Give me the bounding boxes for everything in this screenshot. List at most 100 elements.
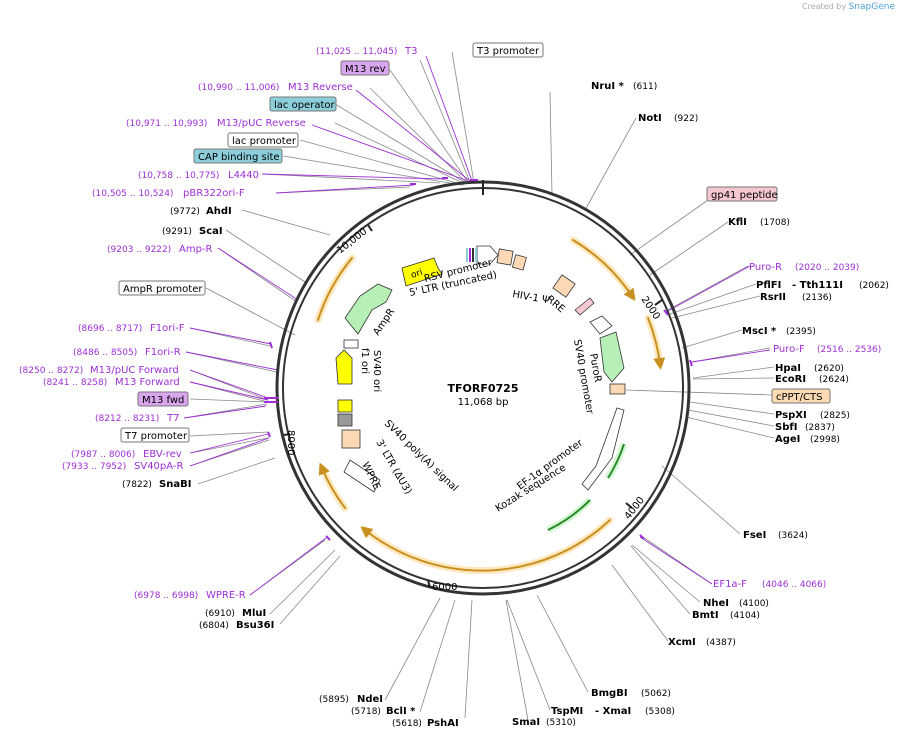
green-arcs bbox=[546, 442, 628, 534]
svg-text:gp41 peptide: gp41 peptide bbox=[711, 190, 778, 201]
label-cppt-cts[interactable]: cPPT/CTS bbox=[771, 388, 831, 404]
svg-text:(7933 .. 7952): (7933 .. 7952) bbox=[62, 462, 126, 472]
svg-text:(6804): (6804) bbox=[199, 621, 229, 631]
enzyme-bsu36i[interactable]: Bsu36I(6804) bbox=[199, 620, 274, 631]
svg-text:- Tth111I: - Tth111I bbox=[792, 280, 843, 291]
svg-text:(5310): (5310) bbox=[546, 718, 576, 728]
enzyme-scai[interactable]: ScaI(9291) bbox=[162, 226, 223, 237]
enzyme-nhei[interactable]: NheI(4100) bbox=[703, 598, 769, 609]
svg-text:lac promoter: lac promoter bbox=[232, 136, 297, 147]
svg-text:(9772): (9772) bbox=[170, 207, 200, 217]
enzyme-pflfi[interactable]: PflFI bbox=[756, 280, 781, 291]
primer-m13-forward[interactable]: (8241 .. 8258)M13 Forward bbox=[43, 377, 180, 388]
enzyme-nrui[interactable]: NruI *(611) bbox=[591, 81, 657, 92]
primer-t7[interactable]: (8212 .. 8231) T7 bbox=[95, 413, 179, 424]
svg-text:RsrII: RsrII bbox=[760, 292, 786, 303]
enzyme-ecori[interactable]: EcoRI(2624) bbox=[775, 374, 849, 385]
label-m13-fwd[interactable]: M13 fwd bbox=[137, 391, 189, 407]
svg-text:- XmaI: - XmaI bbox=[595, 706, 631, 717]
enzyme-labels: NruI *(611) NotI(922) KflI(1708) PflFI -… bbox=[122, 81, 889, 729]
svg-text:(9291): (9291) bbox=[162, 227, 192, 237]
primer-m13-puc-forward[interactable]: (8250 .. 8272)M13/pUC Forward bbox=[19, 365, 179, 376]
primer-pbr322ori-f[interactable]: (10,505 .. 10,524)pBR322ori-F bbox=[92, 188, 245, 199]
primer-f1ori-f[interactable]: (8696 .. 8717)F1ori-F bbox=[78, 323, 185, 334]
enzyme-sbfi[interactable]: SbfI(2837) bbox=[775, 422, 835, 433]
inner-feature-shapes bbox=[335, 245, 626, 493]
plasmid-length: 11,068 bp bbox=[458, 397, 509, 408]
ruler-6000: 6000 bbox=[432, 582, 457, 593]
svg-text:NheI: NheI bbox=[703, 598, 729, 609]
label-t3-promoter[interactable]: T3 promoter bbox=[472, 42, 544, 58]
enzyme-xmai[interactable]: - XmaI (5308) bbox=[595, 706, 675, 717]
label-cap-binding-site[interactable]: CAP binding site bbox=[193, 148, 283, 164]
ruler-8000: 8000 bbox=[285, 430, 296, 455]
enzyme-tspmi[interactable]: TspMI bbox=[551, 706, 583, 717]
primer-m13-reverse[interactable]: (10,990 .. 11,006)M13 Reverse bbox=[198, 82, 353, 93]
svg-text:T7: T7 bbox=[166, 413, 179, 424]
svg-text:(2624): (2624) bbox=[819, 375, 849, 385]
enzyme-agei[interactable]: AgeI (2998) bbox=[775, 434, 840, 445]
svg-text:(5308): (5308) bbox=[645, 707, 675, 717]
svg-text:FseI: FseI bbox=[743, 530, 766, 541]
label-gp41-peptide[interactable]: gp41 peptide bbox=[706, 186, 778, 202]
svg-text:Puro-R: Puro-R bbox=[749, 262, 782, 273]
enzyme-msci[interactable]: MscI *(2395) bbox=[742, 326, 816, 337]
svg-text:BmtI: BmtI bbox=[692, 610, 719, 621]
enzyme-bcli[interactable]: BclI *(5718) bbox=[351, 706, 416, 717]
svg-text:T3: T3 bbox=[404, 46, 417, 57]
enzyme-rsrii[interactable]: RsrII(2136) bbox=[760, 292, 832, 303]
enzyme-mlui[interactable]: MluI(6910) bbox=[205, 608, 266, 619]
primer-t3[interactable]: (11,025 .. 11,045)T3 bbox=[316, 46, 417, 57]
enzyme-ndei[interactable]: NdeI(5895) bbox=[319, 694, 383, 705]
svg-text:SnaBI: SnaBI bbox=[159, 479, 191, 490]
enzyme-hpai[interactable]: HpaI(2620) bbox=[775, 363, 844, 374]
svg-text:NruI *: NruI * bbox=[591, 81, 625, 92]
enzyme-pspxi[interactable]: PspXI(2825) bbox=[775, 410, 850, 421]
primer-m13-puc-reverse[interactable]: (10,971 .. 10,993)M13/pUC Reverse bbox=[126, 118, 306, 129]
primer-sv40pa-r[interactable]: (7933 .. 7952) SV40pA-R bbox=[62, 461, 183, 472]
svg-text:SV40pA-R: SV40pA-R bbox=[134, 461, 183, 472]
label-m13-rev[interactable]: M13 rev bbox=[340, 60, 390, 76]
label-t7-promoter[interactable]: T7 promoter bbox=[120, 427, 190, 443]
enzyme-pshai[interactable]: PshAI(5618) bbox=[392, 718, 459, 729]
svg-text:(8250 .. 8272): (8250 .. 8272) bbox=[19, 366, 83, 376]
enzyme-tth111i[interactable]: - Tth111I (2062) bbox=[792, 280, 889, 291]
enzyme-fsei[interactable]: FseI(3624) bbox=[743, 530, 808, 541]
enzyme-noti[interactable]: NotI(922) bbox=[638, 113, 698, 124]
svg-text:HpaI: HpaI bbox=[775, 363, 801, 374]
enzyme-smai[interactable]: SmaI(5310) bbox=[512, 717, 576, 728]
svg-text:AgeI: AgeI bbox=[775, 434, 800, 445]
svg-text:(8212 .. 8231): (8212 .. 8231) bbox=[95, 414, 159, 424]
label-lac-operator[interactable]: lac operator bbox=[269, 96, 337, 112]
enzyme-snabi[interactable]: SnaBI(7822) bbox=[122, 479, 191, 490]
primer-puro-r[interactable]: Puro-R(2020 .. 2039) bbox=[749, 262, 859, 273]
primer-puro-f[interactable]: Puro-F(2516 .. 2536) bbox=[773, 344, 881, 355]
svg-text:(2998): (2998) bbox=[810, 435, 840, 445]
svg-text:L4440: L4440 bbox=[228, 170, 259, 181]
feature-ori: ori bbox=[410, 268, 424, 281]
enzyme-xcmi[interactable]: XcmI(4387) bbox=[668, 637, 736, 648]
enzyme-bmti[interactable]: BmtI(4104) bbox=[692, 610, 760, 621]
primer-l4440[interactable]: (10,758 .. 10,775) L4440 bbox=[138, 170, 259, 181]
primer-wpre-r[interactable]: (6978 .. 6998)WPRE-R bbox=[134, 590, 246, 601]
primer-ef1a-f[interactable]: EF1a-F(4046 .. 4066) bbox=[713, 579, 826, 590]
primer-amp-r[interactable]: (9203 .. 9222)Amp-R bbox=[107, 244, 213, 255]
svg-text:(2825): (2825) bbox=[820, 411, 850, 421]
svg-text:(922): (922) bbox=[674, 114, 698, 124]
label-ampr-promoter[interactable]: AmpR promoter bbox=[118, 280, 206, 296]
enzyme-ahdi[interactable]: AhdI(9772) bbox=[170, 206, 232, 217]
primer-ebv-rev[interactable]: (7987 .. 8006)EBV-rev bbox=[71, 449, 182, 460]
svg-text:(5618): (5618) bbox=[392, 719, 422, 729]
feature-sv40-ori: SV40 ori bbox=[371, 350, 382, 392]
svg-text:(6910): (6910) bbox=[205, 609, 235, 619]
svg-text:M13/pUC Reverse: M13/pUC Reverse bbox=[217, 118, 306, 129]
svg-text:(10,758 .. 10,775): (10,758 .. 10,775) bbox=[138, 171, 219, 181]
label-lac-promoter[interactable]: lac promoter bbox=[227, 132, 299, 148]
primer-f1ori-r[interactable]: (8486 .. 8505)F1ori-R bbox=[73, 347, 181, 358]
enzyme-kfli[interactable]: KflI(1708) bbox=[728, 217, 790, 228]
enzyme-bmgbi[interactable]: BmgBI(5062) bbox=[591, 688, 671, 699]
svg-text:XcmI: XcmI bbox=[668, 637, 696, 648]
svg-text:MscI *: MscI * bbox=[742, 326, 777, 337]
svg-text:pBR322ori-F: pBR322ori-F bbox=[183, 188, 245, 199]
svg-text:(2062): (2062) bbox=[859, 281, 889, 291]
